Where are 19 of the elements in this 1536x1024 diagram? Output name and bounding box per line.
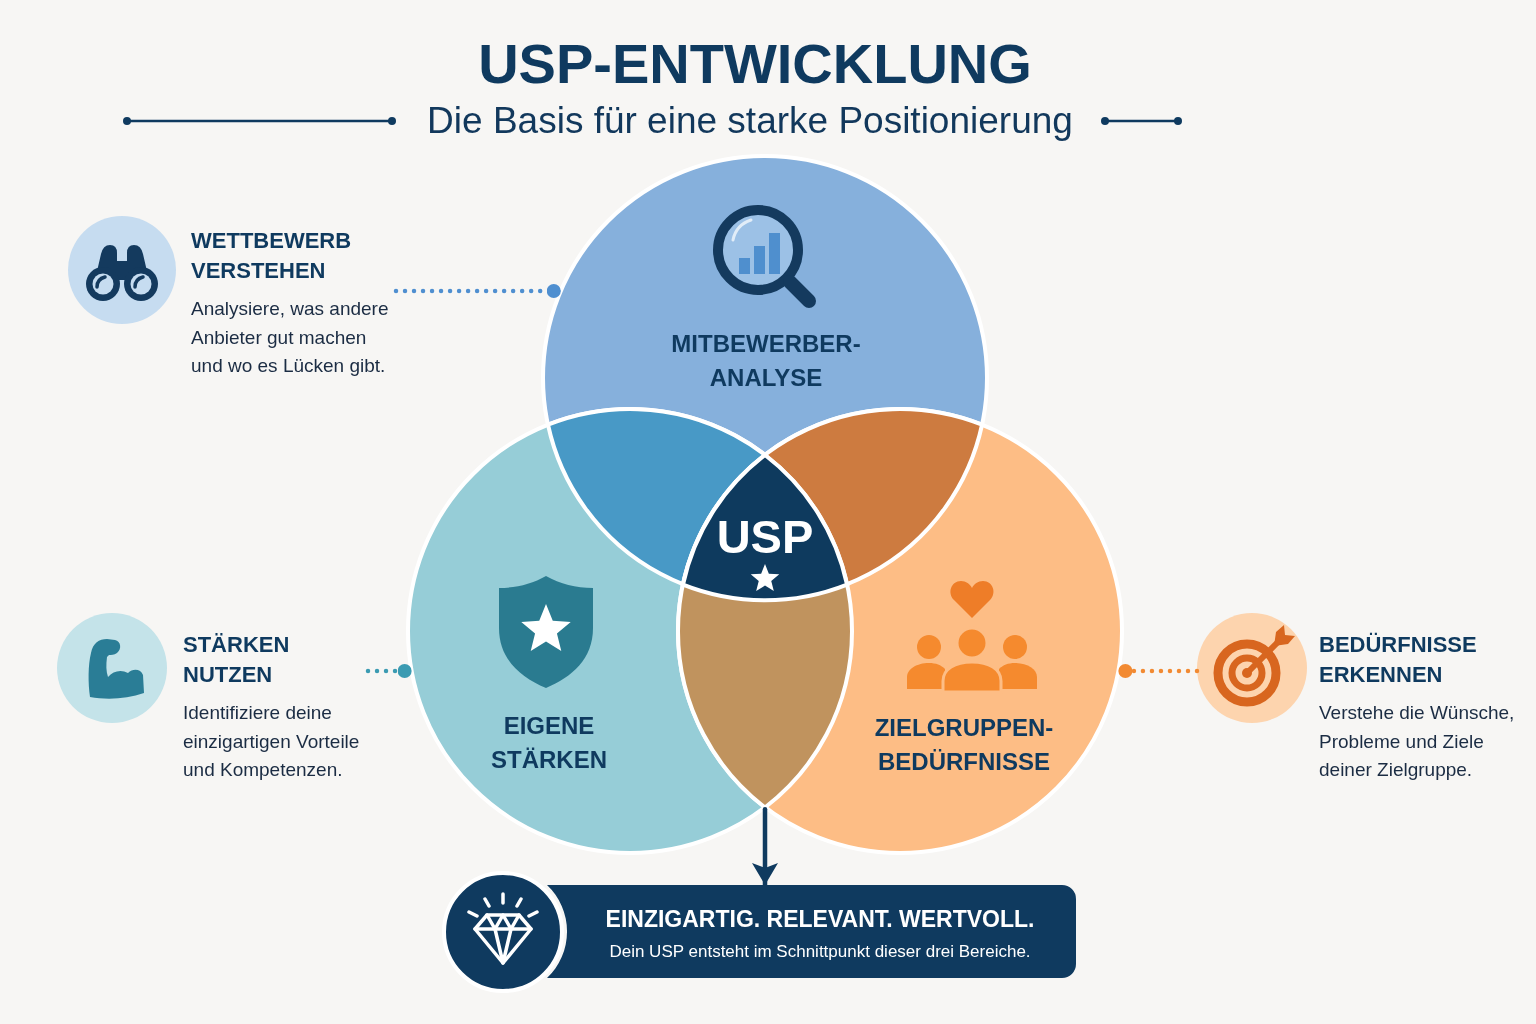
callout-text: Identifiziere deine einzigartigen Vorteile und Kompetenzen.: [183, 701, 361, 782]
title: USP-ENTWICKLUNG: [478, 36, 1032, 92]
circle-label: MITBEWERBER-ANALYSE: [671, 329, 861, 393]
callout-text: Analysiere, was andere Anbieter gut machen und wo es Lücken gibt.: [191, 297, 390, 378]
circle-label: ZIELGRUPPEN-BEDÜRFNISSE: [874, 713, 1054, 777]
circle-label: EIGENE STÄRKEN: [491, 711, 607, 775]
dotted-connector: [393, 284, 563, 298]
banner-title: EINZIGARTIG. RELEVANT. WERTVOLL.: [605, 905, 1035, 933]
summary-banner: [547, 885, 1076, 978]
center-label: USP: [716, 513, 814, 560]
dotted-connector: [365, 664, 414, 678]
callout-title: BEDÜRFNISSE ERKENNEN: [1319, 631, 1477, 689]
banner-text: Dein USP entsteht im Schnittpunkt dieser drei Bereiche.: [609, 941, 1031, 963]
arrow: [752, 807, 778, 888]
callout-title: STÄRKEN NUTZEN: [183, 631, 290, 689]
callout-text: Verstehe die Wünsche, Probleme und Ziele deiner Zielgruppe.: [1319, 701, 1516, 782]
dotted-connector: [1116, 664, 1200, 678]
subtitle: Die Basis für eine starke Positionierung: [427, 99, 1073, 143]
callout-title: WETTBEWERB VERSTEHEN: [191, 227, 352, 285]
